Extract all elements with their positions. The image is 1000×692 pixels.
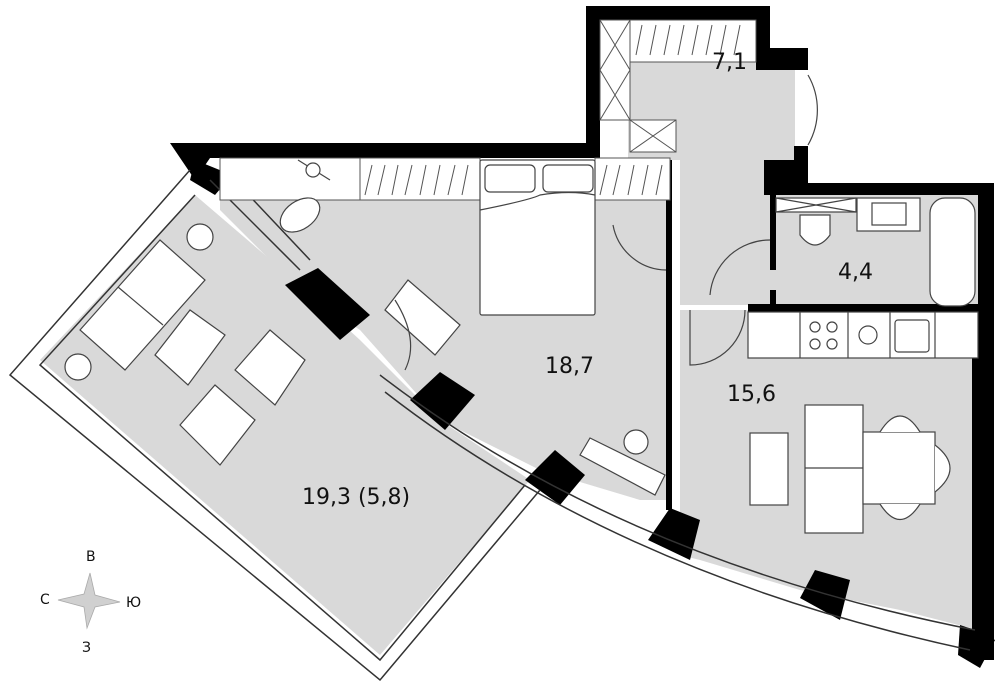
loggia-outline bbox=[8, 169, 541, 682]
bathroom-fixtures bbox=[775, 197, 976, 307]
bedroom-desk bbox=[579, 429, 666, 496]
room-area-bedroom: 18,7 bbox=[545, 354, 594, 379]
compass-star-icon bbox=[57, 572, 121, 630]
compass-label-left: С bbox=[40, 592, 50, 608]
room-area-bathroom: 4,4 bbox=[838, 260, 873, 285]
room-area-kitchen-living: 15,6 bbox=[727, 382, 776, 407]
room-area-hallway: 7,1 bbox=[712, 50, 747, 75]
room-area-loggia-living: 19,3 (5,8) bbox=[302, 485, 411, 510]
kitchen-counter bbox=[747, 311, 979, 534]
compass-label-top: В bbox=[86, 549, 96, 565]
compass-label-bottom: З bbox=[82, 640, 91, 656]
compass-label-right: Ю bbox=[126, 595, 142, 611]
bed bbox=[479, 159, 596, 316]
doors bbox=[612, 74, 818, 366]
living-furniture bbox=[64, 223, 461, 466]
wardrobes bbox=[219, 19, 757, 201]
desk-chair bbox=[279, 159, 331, 233]
